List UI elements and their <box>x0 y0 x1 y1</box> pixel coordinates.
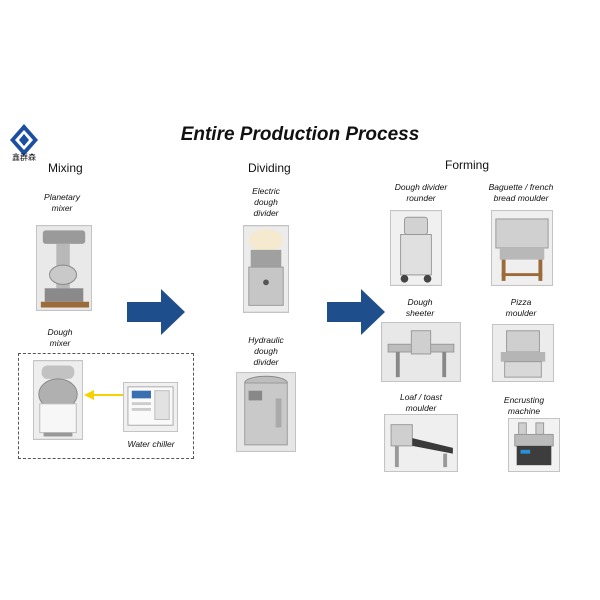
dough-mixer-photo <box>33 360 83 440</box>
flow-arrow-dividing-to-forming <box>327 289 385 335</box>
water-chiller-photo <box>123 382 178 432</box>
caption-baguette-moulder: Baguette / french bread moulder <box>488 182 554 203</box>
divider-rounder-photo <box>390 210 442 286</box>
flow-arrow-mixing-to-dividing <box>127 289 185 335</box>
baguette-moulder-photo <box>491 210 553 286</box>
caption-loaf-moulder: Loaf / toast moulder <box>399 392 443 413</box>
chiller-connector-arrow <box>84 390 126 400</box>
planetary-mixer-photo <box>36 225 92 311</box>
caption-encrusting-machine: Encrusting machine <box>503 395 545 416</box>
caption-dough-mixer: Dough mixer <box>47 327 73 348</box>
section-dividing: Dividing <box>248 161 291 175</box>
hydraulic-divider-photo <box>236 372 296 452</box>
company-logo: 鑫群森 <box>6 122 42 162</box>
electric-divider-photo <box>243 225 289 313</box>
section-forming: Forming <box>445 158 490 172</box>
caption-dough-sheeter: Dough sheeter <box>405 297 435 318</box>
mixer-chiller-group <box>18 353 194 459</box>
dough-sheeter-photo <box>381 322 461 382</box>
caption-hydraulic-divider: Hydraulic dough divider <box>248 335 284 367</box>
caption-pizza-moulder: Pizza moulder <box>505 297 537 318</box>
encrusting-machine-photo <box>508 418 560 472</box>
logo-text: 鑫群森 <box>12 153 36 162</box>
page-title: Entire Production Process <box>180 124 420 145</box>
pizza-moulder-photo <box>492 324 554 382</box>
section-mixing: Mixing <box>48 161 83 175</box>
caption-planetary-mixer: Planetary mixer <box>44 192 80 213</box>
caption-water-chiller: Water chiller <box>127 439 175 449</box>
loaf-moulder-photo <box>384 414 458 472</box>
caption-electric-divider: Electric dough divider <box>252 186 280 218</box>
caption-divider-rounder: Dough divider rounder <box>394 182 448 203</box>
